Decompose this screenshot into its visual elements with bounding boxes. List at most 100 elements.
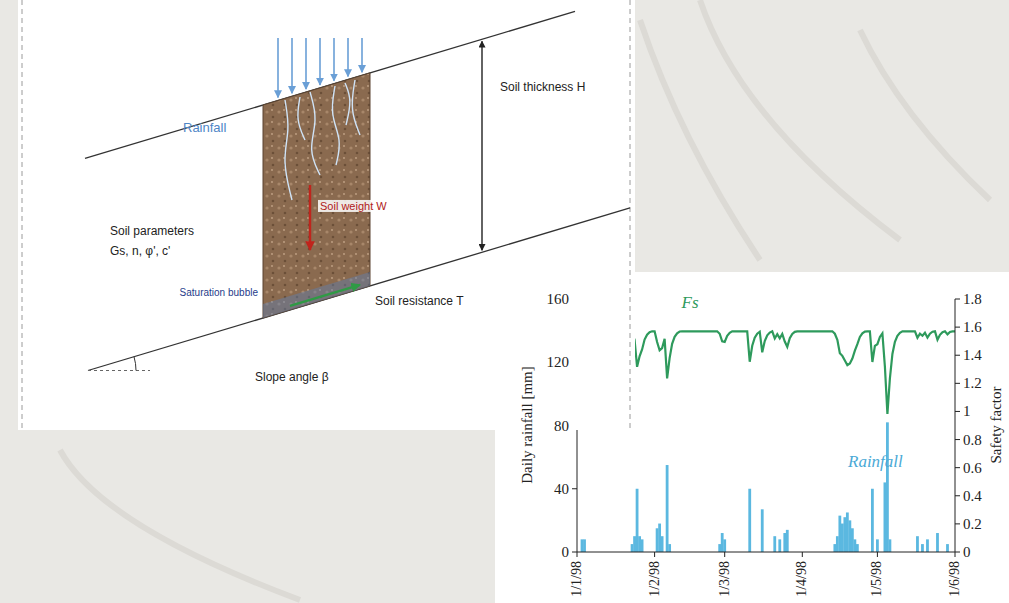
rain-bar bbox=[841, 524, 844, 552]
thickness-label: Soil thickness H bbox=[500, 81, 585, 94]
tick bbox=[572, 552, 577, 553]
tick-label: 40 bbox=[554, 481, 569, 498]
date-label: 1/5/98 bbox=[870, 561, 885, 597]
rain-bar bbox=[786, 530, 789, 552]
rain-bar bbox=[876, 539, 879, 552]
infiltration-vein bbox=[298, 97, 305, 140]
rain-bar bbox=[668, 544, 671, 552]
rain-arrow bbox=[305, 38, 307, 89]
parameter-label: Soil parameters bbox=[110, 225, 194, 238]
rain-arrow bbox=[333, 38, 335, 81]
rain-label: Rainfall bbox=[183, 121, 226, 135]
tick bbox=[955, 495, 960, 496]
rain-bar bbox=[856, 544, 859, 552]
tick bbox=[577, 552, 578, 557]
rain-bar bbox=[666, 465, 669, 552]
slope-diagram bbox=[22, 0, 630, 430]
saturation-label: Saturation bubble bbox=[180, 287, 258, 298]
rain-bar bbox=[871, 489, 874, 552]
rain-bar bbox=[656, 528, 659, 552]
date-label: 1/4/98 bbox=[795, 561, 810, 597]
diagram-panel bbox=[18, 0, 635, 430]
tick-label: 1.6 bbox=[963, 319, 982, 336]
rain-bar bbox=[783, 533, 786, 552]
tick-label: 0.2 bbox=[963, 516, 982, 533]
rain-bar bbox=[836, 536, 839, 552]
rain-arrow bbox=[291, 38, 293, 93]
rain-bar bbox=[636, 489, 639, 552]
tick-label: 120 bbox=[547, 354, 570, 371]
tick bbox=[955, 299, 960, 300]
rain-bar bbox=[886, 422, 889, 552]
thickness-arrow bbox=[481, 41, 482, 250]
date-label: 1/6/98 bbox=[947, 561, 962, 597]
infiltration-vein bbox=[345, 83, 350, 125]
series-label: Fs bbox=[682, 294, 699, 313]
rain-bar bbox=[718, 544, 721, 552]
rain-bar bbox=[641, 539, 644, 552]
date-label: 1/3/98 bbox=[717, 561, 732, 597]
rain-bar bbox=[778, 539, 781, 552]
rain-bar bbox=[848, 520, 851, 552]
rain-bar bbox=[658, 524, 661, 552]
date-label: 1/2/98 bbox=[647, 561, 662, 597]
rain-bar bbox=[921, 544, 924, 552]
rain-bar bbox=[723, 539, 726, 552]
tick bbox=[955, 411, 960, 412]
tick-label: 0 bbox=[963, 544, 971, 561]
saturation-zone bbox=[263, 272, 370, 318]
tick-label: 160 bbox=[547, 291, 570, 308]
resistance-label: Soil resistance T bbox=[375, 295, 463, 308]
tick bbox=[955, 383, 960, 384]
tick bbox=[955, 355, 960, 356]
rain-bar bbox=[884, 482, 887, 552]
rain-bar bbox=[851, 528, 854, 552]
tick-label: 0 bbox=[562, 544, 570, 561]
rain-arrow bbox=[319, 38, 321, 85]
tick bbox=[572, 488, 577, 489]
boundary-line bbox=[630, 0, 631, 430]
rain-bar bbox=[946, 544, 949, 552]
tick-label: 0.8 bbox=[963, 431, 982, 448]
tick bbox=[955, 467, 960, 468]
tick bbox=[955, 552, 956, 557]
tick bbox=[654, 552, 655, 557]
slope-angle-label: Slope angle β bbox=[255, 371, 329, 384]
tick bbox=[802, 552, 803, 557]
rain-bar bbox=[721, 533, 724, 552]
horizontal-reference bbox=[88, 370, 150, 371]
rain-bar bbox=[936, 533, 939, 552]
rain-bar bbox=[633, 536, 636, 552]
rain-bar bbox=[581, 539, 584, 552]
weight-arrow bbox=[309, 185, 311, 250]
rain-bar bbox=[889, 539, 892, 552]
rain-bar bbox=[853, 539, 856, 552]
rain-bar bbox=[583, 539, 586, 552]
tick-label: 80 bbox=[554, 417, 569, 434]
tick-label: 0.4 bbox=[963, 488, 982, 505]
axis-title: Daily rainfall [mm] bbox=[519, 366, 536, 483]
rain-bar bbox=[661, 536, 664, 552]
rain-bar bbox=[631, 544, 634, 552]
tick bbox=[724, 552, 725, 557]
rain-bar bbox=[846, 512, 849, 552]
infiltration-vein bbox=[332, 86, 339, 165]
rain-bar bbox=[773, 536, 776, 552]
soil-column bbox=[263, 73, 370, 318]
tick bbox=[955, 523, 960, 524]
tick bbox=[955, 439, 960, 440]
tick-label: 1 bbox=[963, 403, 971, 420]
rain-bar bbox=[761, 509, 764, 552]
angle-arc bbox=[134, 357, 136, 371]
series-label: Rainfall bbox=[848, 453, 903, 472]
rain-bar bbox=[916, 536, 919, 552]
tick bbox=[955, 552, 960, 553]
tick-label: 0.6 bbox=[963, 459, 982, 476]
rain-bar bbox=[638, 536, 641, 552]
boundary-line bbox=[22, 0, 23, 430]
rain-arrow bbox=[347, 38, 349, 77]
parameter-symbols: Gs, n, φ', c' bbox=[110, 245, 170, 258]
rain-arrow bbox=[361, 38, 363, 72]
